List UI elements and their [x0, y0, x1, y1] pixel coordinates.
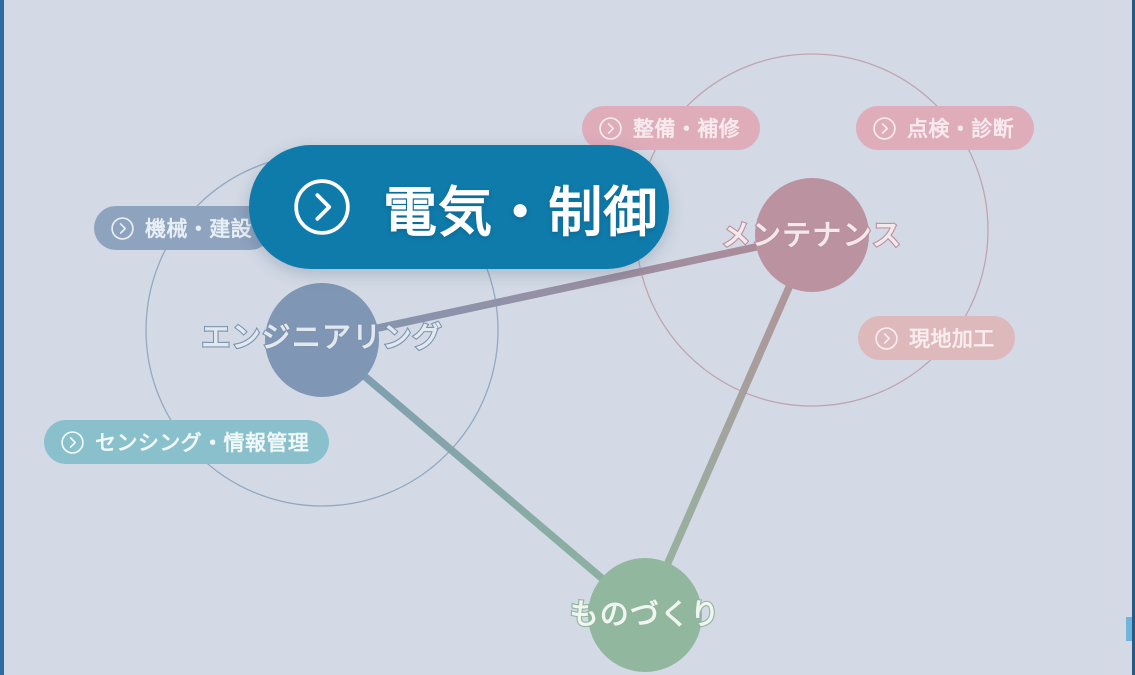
pill-label-repair-overhaul: 整備・補修 [633, 118, 741, 141]
left-edge-accent-strip [0, 0, 4, 675]
circle-chevron-right-icon [874, 326, 899, 351]
link-engineering-monozukuri [318, 336, 649, 619]
node-circle-engineering[interactable] [265, 283, 379, 397]
circle-chevron-right-icon [598, 116, 623, 141]
pill-label-sensing-information: センシング・情報管理 [95, 432, 310, 455]
link-engineering-maintenance [318, 231, 816, 344]
pill-repair-overhaul[interactable]: 整備・補修 [582, 106, 761, 150]
circle-chevron-right-icon [291, 176, 353, 238]
circle-chevron-right-icon [872, 116, 897, 141]
node-circle-maintenance[interactable] [755, 178, 869, 292]
node-circle-monozukuri[interactable] [588, 558, 702, 672]
circle-chevron-right-icon [110, 216, 135, 241]
pill-mechanical-construction[interactable]: 機械・建設 [94, 206, 273, 250]
pill-electrical-control-active[interactable]: 電気・制御 [249, 145, 669, 269]
pill-sensing-information[interactable]: センシング・情報管理 [44, 420, 330, 464]
pill-label-inspection-diagnosis: 点検・診断 [907, 118, 1015, 141]
pill-label-onsite-machining: 現地加工 [909, 328, 995, 351]
pill-onsite-machining[interactable]: 現地加工 [858, 316, 1015, 360]
pill-label-electrical-control: 電気・制御 [383, 182, 659, 243]
pill-label-mechanical-construction: 機械・建設 [145, 218, 253, 241]
pill-inspection-diagnosis[interactable]: 点検・診断 [856, 106, 1035, 150]
circle-chevron-right-icon [60, 430, 85, 455]
vertical-scrollbar-thumb[interactable] [1126, 617, 1132, 641]
vertical-scrollbar-track[interactable] [1132, 0, 1135, 675]
link-maintenance-monozukuri [641, 231, 816, 619]
